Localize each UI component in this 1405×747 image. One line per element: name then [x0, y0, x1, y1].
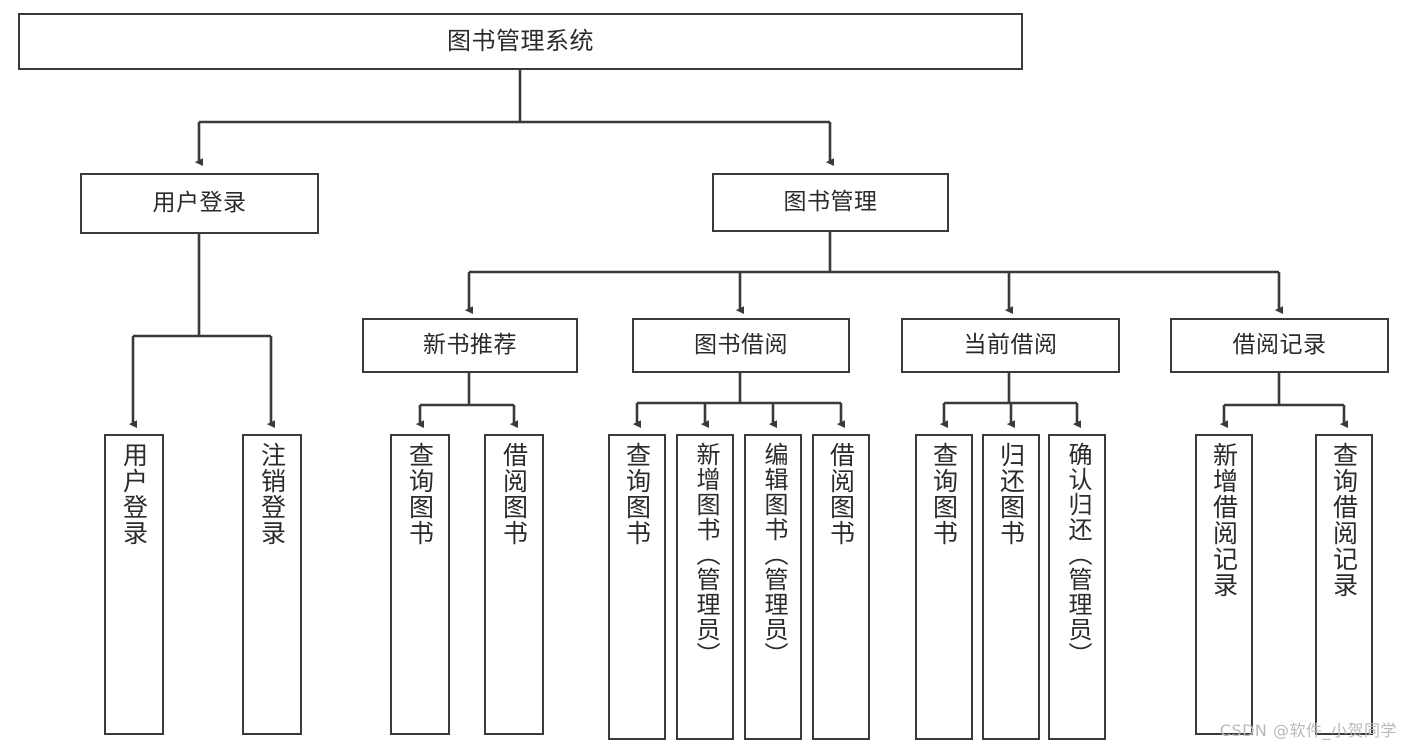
node-label: 借阅记录	[1232, 331, 1327, 358]
node-label: 新书推荐	[423, 331, 517, 358]
node-user-login[interactable]: 用户登录	[80, 173, 319, 234]
node-leaf-add-book-admin[interactable]: 新增图书（管理员）	[676, 434, 734, 740]
node-label: 查询图书	[405, 442, 435, 546]
node-label: 新增借阅记录	[1209, 442, 1239, 598]
node-label: 查询借阅记录	[1329, 442, 1359, 598]
node-label: 注销登录	[257, 442, 287, 546]
node-label: 用户登录	[119, 442, 149, 546]
node-label: 归还图书	[996, 442, 1026, 546]
node-book-management[interactable]: 图书管理	[712, 173, 949, 232]
node-leaf-return-book[interactable]: 归还图书	[982, 434, 1040, 740]
node-label: 当前借阅	[963, 331, 1058, 358]
node-label: 确认归还（管理员）	[1063, 442, 1092, 667]
node-current-borrowing[interactable]: 当前借阅	[901, 318, 1120, 373]
node-label: 图书管理	[783, 188, 878, 215]
node-label: 查询图书	[929, 442, 959, 546]
node-leaf-query-book-newbook[interactable]: 查询图书	[390, 434, 450, 735]
node-leaf-confirm-return-admin[interactable]: 确认归还（管理员）	[1048, 434, 1106, 740]
node-label: 图书管理系统	[447, 27, 594, 56]
node-book-borrowing[interactable]: 图书借阅	[632, 318, 850, 373]
node-leaf-borrow-book-borrow[interactable]: 借阅图书	[812, 434, 870, 740]
node-label: 编辑图书（管理员）	[759, 442, 788, 667]
node-leaf-query-book-borrow[interactable]: 查询图书	[608, 434, 666, 740]
node-label: 借阅图书	[499, 442, 529, 546]
node-borrowing-record[interactable]: 借阅记录	[1170, 318, 1389, 373]
node-root-book-management-system[interactable]: 图书管理系统	[18, 13, 1023, 70]
node-leaf-edit-book-admin[interactable]: 编辑图书（管理员）	[744, 434, 802, 740]
csdn-watermark: CSDN @软件_小贺同学	[1219, 721, 1397, 740]
node-leaf-user-login[interactable]: 用户登录	[104, 434, 164, 735]
node-label: 借阅图书	[826, 442, 856, 546]
node-leaf-logout[interactable]: 注销登录	[242, 434, 302, 735]
node-label: 查询图书	[622, 442, 652, 546]
node-label: 新增图书（管理员）	[691, 442, 720, 667]
node-leaf-query-book-current[interactable]: 查询图书	[915, 434, 973, 740]
node-leaf-query-borrow-record[interactable]: 查询借阅记录	[1315, 434, 1373, 735]
node-label: 用户登录	[152, 189, 247, 216]
node-leaf-borrow-book-newbook[interactable]: 借阅图书	[484, 434, 544, 735]
node-leaf-add-borrow-record[interactable]: 新增借阅记录	[1195, 434, 1253, 735]
node-label: 图书借阅	[694, 331, 788, 358]
node-new-book-recommendation[interactable]: 新书推荐	[362, 318, 578, 373]
